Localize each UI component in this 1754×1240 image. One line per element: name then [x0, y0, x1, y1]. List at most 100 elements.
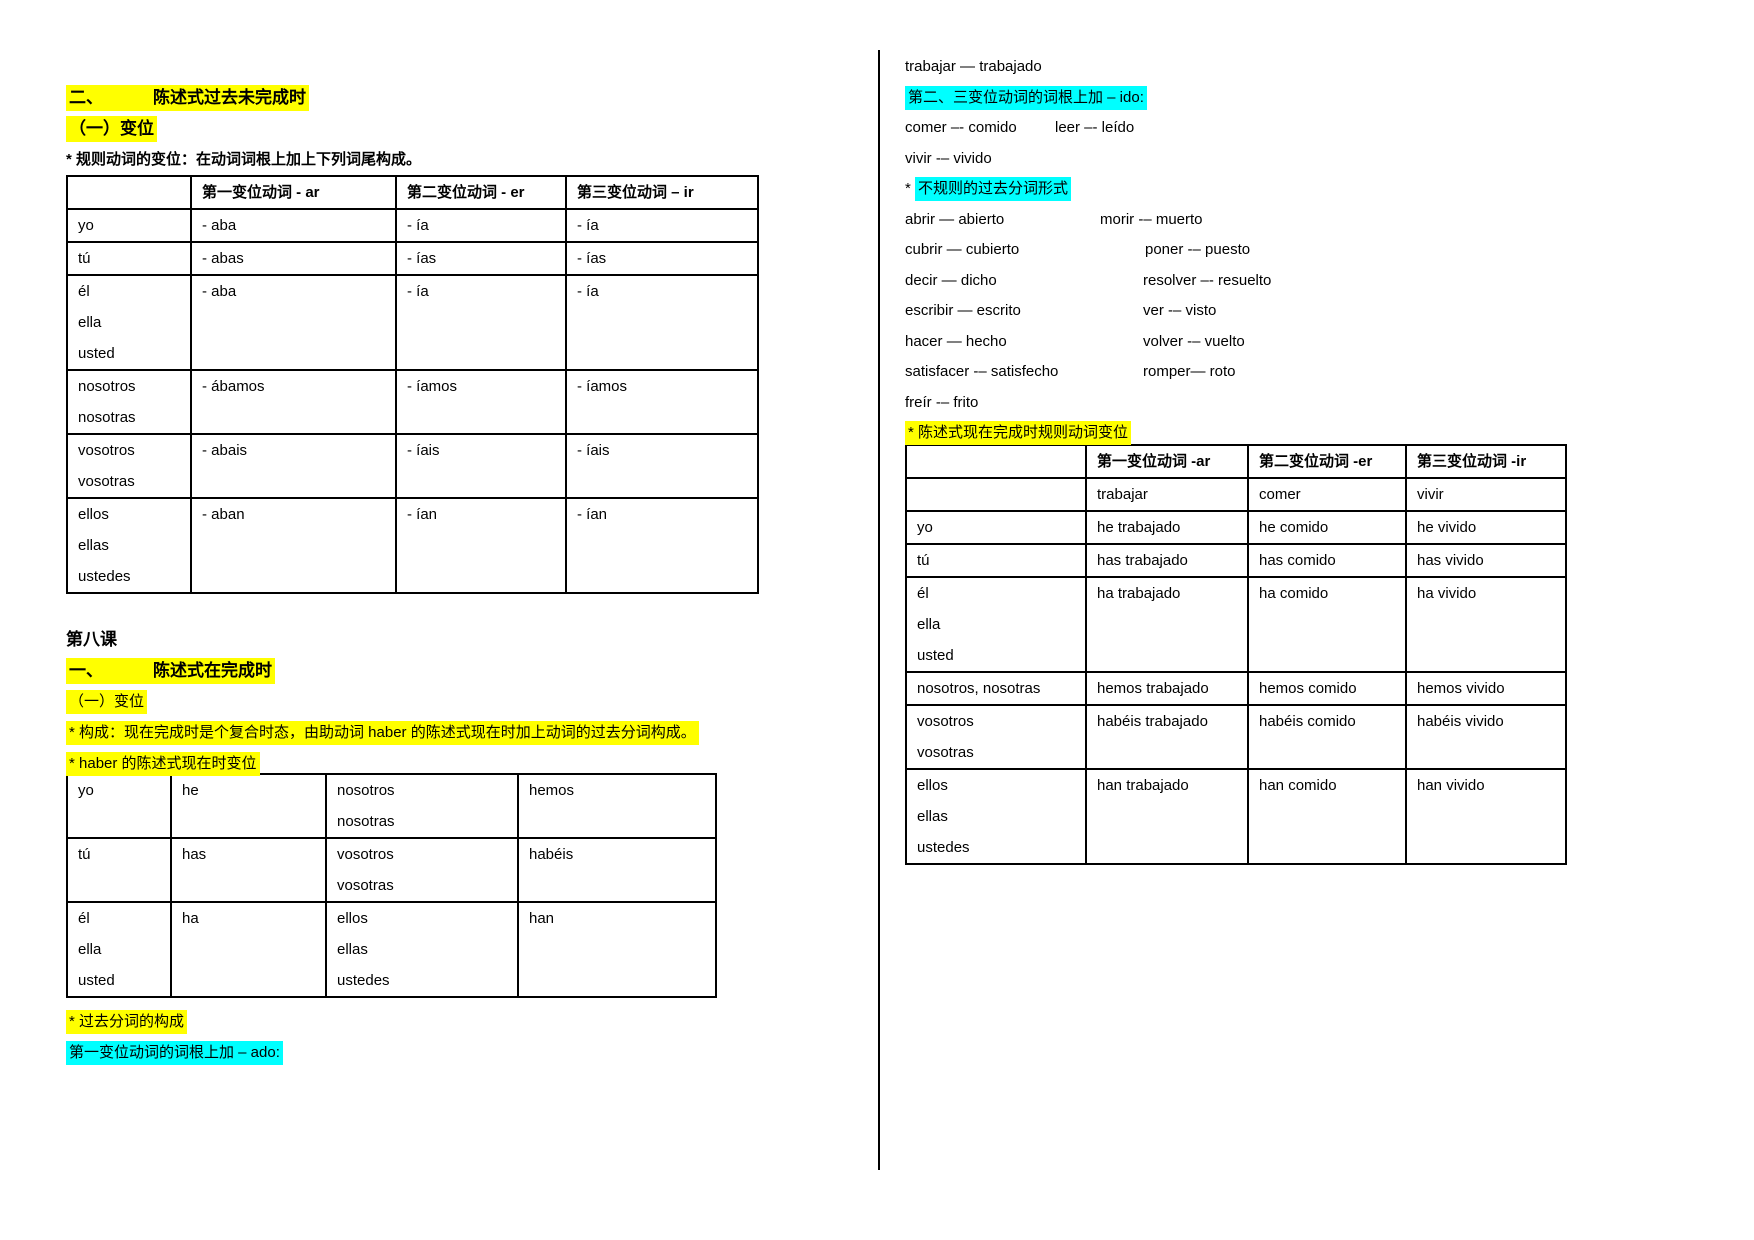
table-cell: - íais	[565, 433, 759, 499]
table-cell: nosotros, nosotras	[905, 670, 1087, 706]
table-cell: - íamos	[395, 369, 567, 435]
participle-a: vivir -– vivido	[905, 149, 992, 167]
rule-note-text: * 规则动词的变位：在动词词根上加上下列词尾构成。	[66, 151, 422, 168]
table-cell: - aba	[190, 274, 397, 371]
formation-note-text: * 构成：现在完成时是个复合时态，由助动词 haber 的陈述式现在时加上动词的…	[66, 721, 699, 745]
table-cell: - aban	[190, 497, 397, 594]
table-cell: he vivido	[1405, 509, 1567, 545]
table-cell	[905, 476, 1087, 512]
table-header-cell: 第二变位动词 - er	[395, 175, 567, 210]
table-cell: él ella usted	[905, 575, 1087, 673]
table-cell: - íamos	[565, 369, 759, 435]
irregular-note-star: *	[905, 180, 911, 197]
table-row: tú- abas- ías- ías	[66, 241, 759, 276]
participle-b: resolver –- resuelto	[1143, 271, 1272, 289]
table-cell: has trabajado	[1085, 542, 1249, 578]
participle-pair-line: satisfacer -– satisfecho romper— roto	[905, 357, 1705, 388]
table-row: vosotros vosotras- abais- íais- íais	[66, 433, 759, 499]
table-cell: han trabajado	[1085, 767, 1249, 865]
table-cell: - ían	[565, 497, 759, 594]
table-row: ellos ellas ustedes- aban- ían- ían	[66, 497, 759, 594]
lesson8-title-line: 第八课	[66, 624, 846, 655]
table-cell: hemos comido	[1247, 670, 1407, 706]
table-cell: hemos trabajado	[1085, 670, 1249, 706]
participle-a: escribir — escrito	[905, 302, 1021, 319]
right-column: trabajar — trabajado 第二、三变位动词的词根上加 – ido…	[905, 52, 1705, 865]
table-cell: - ías	[395, 241, 567, 276]
irregular-note-line: * 不规则的过去分词形式	[905, 174, 1705, 205]
table-header-cell	[66, 175, 192, 210]
table-cell: - ía	[565, 274, 759, 371]
table-cell: - abais	[190, 433, 397, 499]
table-cell: he comido	[1247, 509, 1407, 545]
table-cell: han	[517, 901, 717, 998]
ado-note-line: 第一变位动词的词根上加 – ado:	[66, 1037, 846, 1068]
table-cell: habéis trabajado	[1085, 703, 1249, 770]
participle-pair-line: decir — dicho resolver –- resuelto	[905, 266, 1705, 297]
table-cell: - ía	[395, 208, 567, 243]
participle-b: leer –- leído	[1055, 119, 1135, 136]
participle-b: poner -– puesto	[1145, 241, 1251, 258]
trabajar-participle-line: trabajar — trabajado	[905, 52, 1705, 83]
table-cell: has comido	[1247, 542, 1407, 578]
table-header-cell: 第三变位动词 – ir	[565, 175, 759, 210]
participle-a: abrir — abierto	[905, 210, 1005, 228]
table-cell: - aba	[190, 208, 397, 243]
participle-a: cubrir — cubierto	[905, 241, 1020, 258]
participle-a: satisfacer -– satisfecho	[905, 363, 1059, 380]
table-cell: comer	[1247, 476, 1407, 512]
table-cell: vivir	[1405, 476, 1567, 512]
left-column: 二、陈述式过去未完成时 （一）变位 * 规则动词的变位：在动词词根上加上下列词尾…	[66, 82, 846, 1068]
subheading-conjugation-1-text: （一）变位	[66, 116, 157, 142]
table-cell: han vivido	[1405, 767, 1567, 865]
subheading-conjugation-2-text: （一）变位	[66, 690, 148, 714]
table-row: él ella usted- aba- ía- ía	[66, 274, 759, 371]
participle-a: decir — dicho	[905, 271, 997, 289]
subheading-conjugation-1: （一）变位	[66, 113, 846, 144]
table-cell: ellos ellas ustedes	[66, 497, 192, 594]
rule-note-line: * 规则动词的变位：在动词词根上加上下列词尾构成。	[66, 144, 846, 175]
table-cell: ha vivido	[1405, 575, 1567, 673]
perfect-note-text: * 陈述式现在完成时规则动词变位	[905, 421, 1132, 445]
table-cell: tú	[66, 241, 192, 276]
formation-note-line: * 构成：现在完成时是个复合时态，由助动词 haber 的陈述式现在时加上动词的…	[66, 717, 846, 748]
table-cell: he	[170, 773, 327, 839]
table-cell: han comido	[1247, 767, 1407, 865]
table-row: yo- aba- ía- ía	[66, 208, 759, 243]
table-cell: habéis comido	[1247, 703, 1407, 770]
section-heading-perfect: 一、陈述式在完成时	[66, 655, 846, 686]
table-cell: habéis vivido	[1405, 703, 1567, 770]
participle-b: ver -– visto	[1143, 302, 1217, 319]
participle-pair-line: vivir -– vivido	[905, 144, 1705, 175]
table-cell: tú	[66, 837, 172, 903]
table-row: nosotros nosotras- ábamos- íamos- íamos	[66, 369, 759, 435]
table-cell: - ían	[395, 497, 567, 594]
table-cell: vosotros vosotras	[325, 837, 519, 903]
table-cell: - ías	[565, 241, 759, 276]
table-cell: hemos	[517, 773, 717, 839]
participle-a: comer –- comido	[905, 119, 1017, 136]
subheading-conjugation-2: （一）变位	[66, 686, 846, 717]
table-cell: nosotros nosotras	[66, 369, 192, 435]
irregular-note-text: 不规则的过去分词形式	[915, 177, 1072, 201]
participle-pair-line: freír -– frito	[905, 388, 1705, 419]
table-cell: - íais	[395, 433, 567, 499]
section-heading-imperfect-highlight: 二、陈述式过去未完成时	[66, 85, 309, 111]
table-cell: ha trabajado	[1085, 575, 1249, 673]
table-cell: él ella usted	[66, 901, 172, 998]
table-cell: vosotros vosotras	[66, 433, 192, 499]
column-divider-line	[878, 50, 880, 1170]
perfect-note-line: * 陈述式现在完成时规则动词变位	[905, 418, 1705, 449]
